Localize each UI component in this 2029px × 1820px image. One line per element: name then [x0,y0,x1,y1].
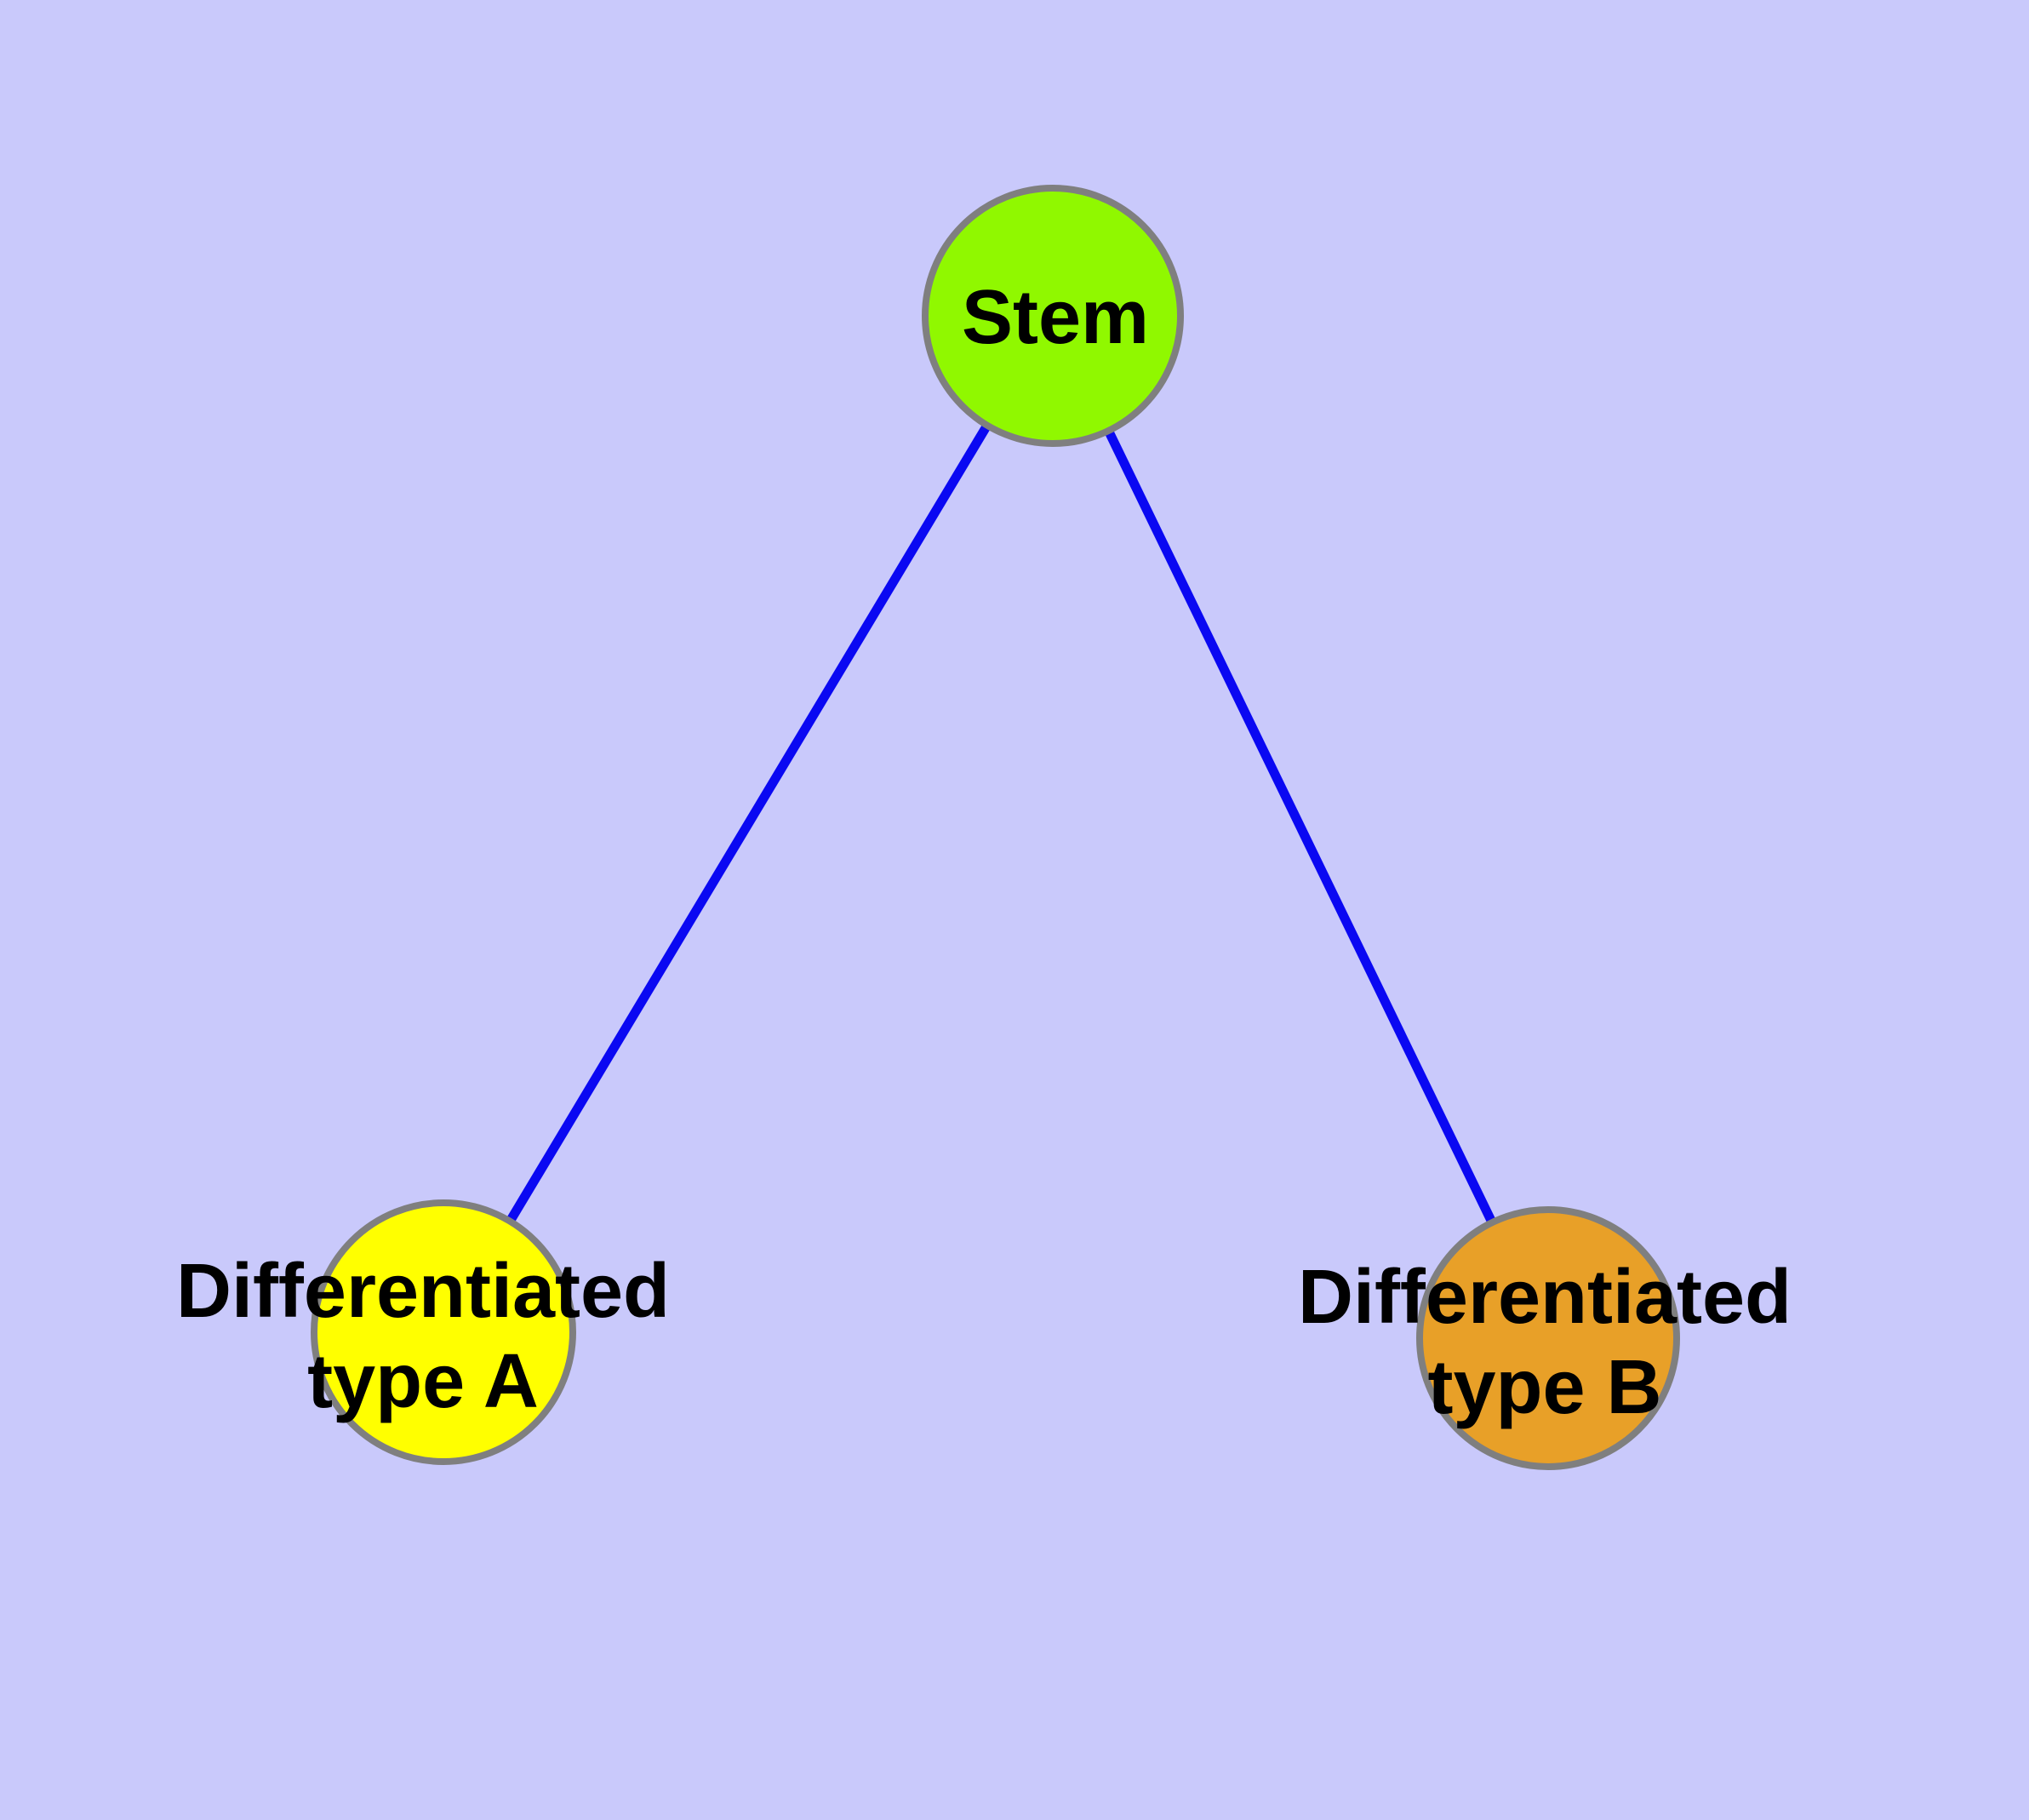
type-a-node-label-line1: Differentiated [176,1249,670,1334]
stem-node-label: Stem [962,275,1149,360]
type-b-node-label-line2: type B [1427,1345,1661,1430]
edge-stem-to-type-b [1049,313,1552,1341]
stem-node-circle [922,185,1184,447]
type-a-node-label-line2: type A [307,1339,539,1424]
type-b-node-circle [1416,1206,1680,1470]
type-a-node-circle [311,1199,576,1465]
node-differentiated-type-a: Differentiated type A [176,1199,670,1465]
type-b-node-label-line1: Differentiated [1298,1255,1792,1340]
node-stem: Stem [922,185,1184,447]
edge-stem-to-type-a [439,313,1057,1335]
node-differentiated-type-b: Differentiated type B [1298,1206,1792,1470]
